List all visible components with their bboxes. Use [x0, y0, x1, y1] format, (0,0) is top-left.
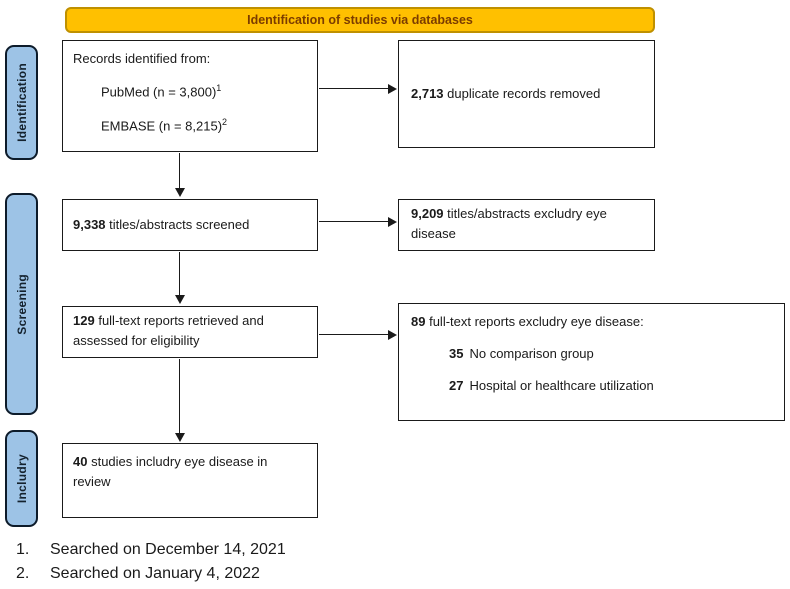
studies-included-count: 40 [73, 454, 88, 469]
titles-screened-label: titles/abstracts screened [109, 216, 250, 232]
records-source-pubmed: PubMed (n = 3,800)1 [101, 83, 222, 100]
fulltext-assessed-label: full-text reports retrieved and assessed… [73, 313, 264, 349]
stage-tab-identification: Identification [5, 45, 38, 160]
records-identified-heading: Records identified from: [73, 51, 211, 66]
box-titles-screened: 9,338 titles/abstracts screened [62, 199, 318, 251]
duplicates-count: 2,713 [411, 85, 444, 101]
footnote-ref-2: 2 [222, 116, 228, 127]
stage-tab-screening: Screening [5, 193, 38, 415]
fulltext-assessed-count: 129 [73, 313, 95, 328]
stage-tab-identification-label: Identification [14, 63, 29, 142]
arrow-right-screened-to-excluded-icon [319, 216, 397, 227]
box-titles-excluded: 9,209 titles/abstracts excludry eye dise… [398, 199, 655, 251]
records-source-embase: EMBASE (n = 8,215)2 [101, 116, 228, 133]
box-studies-included: 40 studies includry eye disease in revie… [62, 443, 318, 518]
footnote-1: 1. Searched on December 14, 2021 [16, 541, 286, 558]
stage-tab-screening-label: Screening [14, 273, 29, 335]
box-fulltext-excluded: 89 full-text reports excludry eye diseas… [398, 303, 785, 421]
banner-label: Identification of studies via databases [247, 13, 473, 27]
footnote-ref-1: 1 [216, 83, 222, 94]
banner-identification-via-databases: Identification of studies via databases [65, 7, 655, 33]
footnotes: 1. Searched on December 14, 2021 2. Sear… [16, 538, 286, 586]
fulltext-excluded-count: 89 [411, 314, 426, 329]
arrow-right-records-to-duplicates-icon [319, 83, 397, 94]
fulltext-excluded-label: full-text reports excludry eye disease: [429, 314, 644, 329]
arrow-down-records-to-screened-icon [174, 153, 185, 197]
titles-excluded-count: 9,209 [411, 206, 444, 221]
stage-tab-includry-label: Includry [14, 453, 29, 504]
box-fulltext-assessed: 129 full-text reports retrieved and asse… [62, 306, 318, 358]
box-records-identified: Records identified from: PubMed (n = 3,8… [62, 40, 318, 152]
titles-screened-count: 9,338 [73, 216, 106, 232]
stage-tab-includry: Includry [5, 430, 38, 527]
titles-excluded-label: titles/abstracts excludry eye disease [411, 206, 607, 242]
arrow-down-fulltext-to-included-icon [174, 359, 185, 442]
arrow-right-fulltext-to-excluded-icon [319, 329, 397, 340]
duplicates-label: duplicate records removed [447, 85, 601, 101]
arrow-down-screened-to-fulltext-icon [174, 252, 185, 304]
footnote-2: 2. Searched on January 4, 2022 [16, 565, 260, 582]
box-duplicates-removed: 2,713 duplicate records removed [398, 40, 655, 148]
studies-included-label: studies includry eye disease in review [73, 454, 268, 490]
